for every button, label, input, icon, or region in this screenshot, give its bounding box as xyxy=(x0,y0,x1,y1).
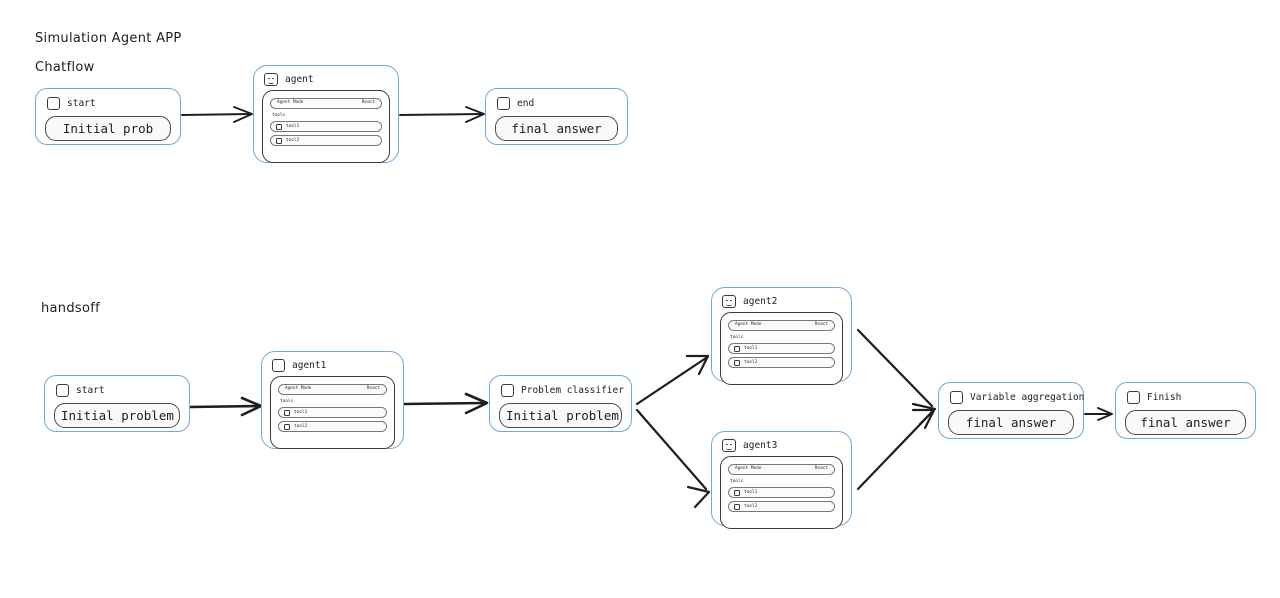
agent-mode-value: React xyxy=(814,466,828,472)
node-title: Finish xyxy=(1147,392,1182,403)
smiley-face-icon xyxy=(722,439,736,452)
node-header: agent1 xyxy=(262,352,403,375)
node-handsoff-agent3[interactable]: agent3 Agent Mode React tools tool1 tool… xyxy=(711,431,852,530)
agent-config-panel: Agent Mode React tools tool1 tool2 xyxy=(720,312,843,386)
smile-arc xyxy=(726,303,732,306)
agent-mode-value: React xyxy=(366,386,380,392)
section-label-chatflow: Chatflow xyxy=(35,60,95,75)
tools-label: tools xyxy=(730,479,744,484)
tool-name: tool1 xyxy=(744,345,758,351)
agent-mode-label: Agent Mode xyxy=(277,100,304,106)
tool-row[interactable]: tool1 xyxy=(728,487,835,499)
checkbox-icon[interactable] xyxy=(56,384,69,397)
node-header: Problem classifier xyxy=(490,376,631,399)
agent-mode-row[interactable]: Agent Mode React xyxy=(278,384,387,395)
agent-mode-value: React xyxy=(361,100,375,106)
node-handsoff-variable-aggregation[interactable]: Variable aggregation final answer xyxy=(938,382,1084,439)
tool-name: tool2 xyxy=(286,137,300,143)
tool-name: tool1 xyxy=(744,489,758,495)
checkbox-icon[interactable] xyxy=(276,137,282,144)
agent-mode-row[interactable]: Agent Mode React xyxy=(728,320,835,331)
node-header: Variable aggregation xyxy=(939,383,1085,406)
smile-arc xyxy=(268,81,274,84)
node-header: end xyxy=(486,89,627,112)
tools-label: tools xyxy=(280,399,294,404)
agent-mode-row[interactable]: Agent Mode React xyxy=(728,464,835,475)
node-header: start xyxy=(45,376,189,399)
agent-config-panel: Agent Mode React tools tool1 tool2 xyxy=(262,90,390,164)
checkbox-icon[interactable] xyxy=(734,489,740,496)
checkbox-icon[interactable] xyxy=(497,97,510,110)
node-handsoff-agent1[interactable]: agent1 Agent Mode React tools tool1 tool… xyxy=(261,351,404,450)
checkbox-icon[interactable] xyxy=(276,123,282,130)
node-title: agent3 xyxy=(743,440,778,451)
tools-label: tools xyxy=(272,113,286,118)
smile-arc xyxy=(726,447,732,450)
page-title: Simulation Agent APP xyxy=(35,31,182,46)
node-value-field[interactable]: Initial prob xyxy=(45,116,171,141)
node-handsoff-start[interactable]: start Initial problem xyxy=(44,375,190,432)
checkbox-icon[interactable] xyxy=(284,423,290,430)
node-handsoff-problem-classifier[interactable]: Problem classifier Initial problem xyxy=(489,375,632,432)
node-value-field[interactable]: final answer xyxy=(1125,410,1246,435)
node-value-field[interactable]: Initial problem xyxy=(54,403,180,428)
tool-row[interactable]: tool1 xyxy=(278,407,387,419)
tool-row[interactable]: tool2 xyxy=(728,357,835,369)
tool-row[interactable]: tool2 xyxy=(270,135,382,147)
node-title: end xyxy=(517,98,535,109)
node-header: agent3 xyxy=(712,432,851,455)
agent-config-panel: Agent Mode React tools tool1 tool2 xyxy=(270,376,395,450)
checkbox-icon[interactable] xyxy=(734,345,740,352)
node-handsoff-agent2[interactable]: agent2 Agent Mode React tools tool1 tool… xyxy=(711,287,852,386)
node-header: agent2 xyxy=(712,288,851,311)
node-value-field[interactable]: Initial problem xyxy=(499,403,622,428)
node-value-field[interactable]: final answer xyxy=(948,410,1074,435)
tool-row[interactable]: tool1 xyxy=(270,121,382,133)
node-header: agent xyxy=(254,66,398,89)
tool-row[interactable]: tool2 xyxy=(278,421,387,433)
agent-mode-label: Agent Mode xyxy=(735,466,762,472)
node-title: agent xyxy=(285,74,314,85)
checkbox-icon[interactable] xyxy=(950,391,963,404)
tools-label: tools xyxy=(730,335,744,340)
agent-config-panel: Agent Mode React tools tool1 tool2 xyxy=(720,456,843,530)
agent-mode-label: Agent Mode xyxy=(735,322,762,328)
node-chatflow-start[interactable]: start Initial prob xyxy=(35,88,181,145)
node-title: Problem classifier xyxy=(521,385,624,396)
tool-row[interactable]: tool2 xyxy=(728,501,835,513)
agent-mode-row[interactable]: Agent Mode React xyxy=(270,98,382,109)
node-title: Variable aggregation xyxy=(970,392,1085,403)
node-value-field[interactable]: final answer xyxy=(495,116,618,141)
tool-name: tool2 xyxy=(294,423,308,429)
tool-name: tool1 xyxy=(286,123,300,129)
section-label-handsoff: handsoff xyxy=(41,301,100,316)
tool-name: tool2 xyxy=(744,359,758,365)
node-title: agent1 xyxy=(292,360,327,371)
smiley-face-icon xyxy=(264,73,278,86)
node-header: Finish xyxy=(1116,383,1255,406)
tool-name: tool2 xyxy=(744,503,758,509)
node-header: start xyxy=(36,89,180,112)
checkbox-icon[interactable] xyxy=(734,503,740,510)
smiley-face-icon xyxy=(722,295,736,308)
checkbox-icon[interactable] xyxy=(47,97,60,110)
agent-mode-value: React xyxy=(814,322,828,328)
checkbox-icon[interactable] xyxy=(272,359,285,372)
tool-name: tool1 xyxy=(294,409,308,415)
node-chatflow-end[interactable]: end final answer xyxy=(485,88,628,145)
checkbox-icon[interactable] xyxy=(1127,391,1140,404)
agent-mode-label: Agent Mode xyxy=(285,386,312,392)
node-handsoff-finish[interactable]: Finish final answer xyxy=(1115,382,1256,439)
node-chatflow-agent[interactable]: agent Agent Mode React tools tool1 tool2 xyxy=(253,65,399,164)
checkbox-icon[interactable] xyxy=(284,409,290,416)
checkbox-icon[interactable] xyxy=(734,359,740,366)
node-title: start xyxy=(67,98,96,109)
node-title: agent2 xyxy=(743,296,778,307)
tool-row[interactable]: tool1 xyxy=(728,343,835,355)
node-title: start xyxy=(76,385,105,396)
checkbox-icon[interactable] xyxy=(501,384,514,397)
